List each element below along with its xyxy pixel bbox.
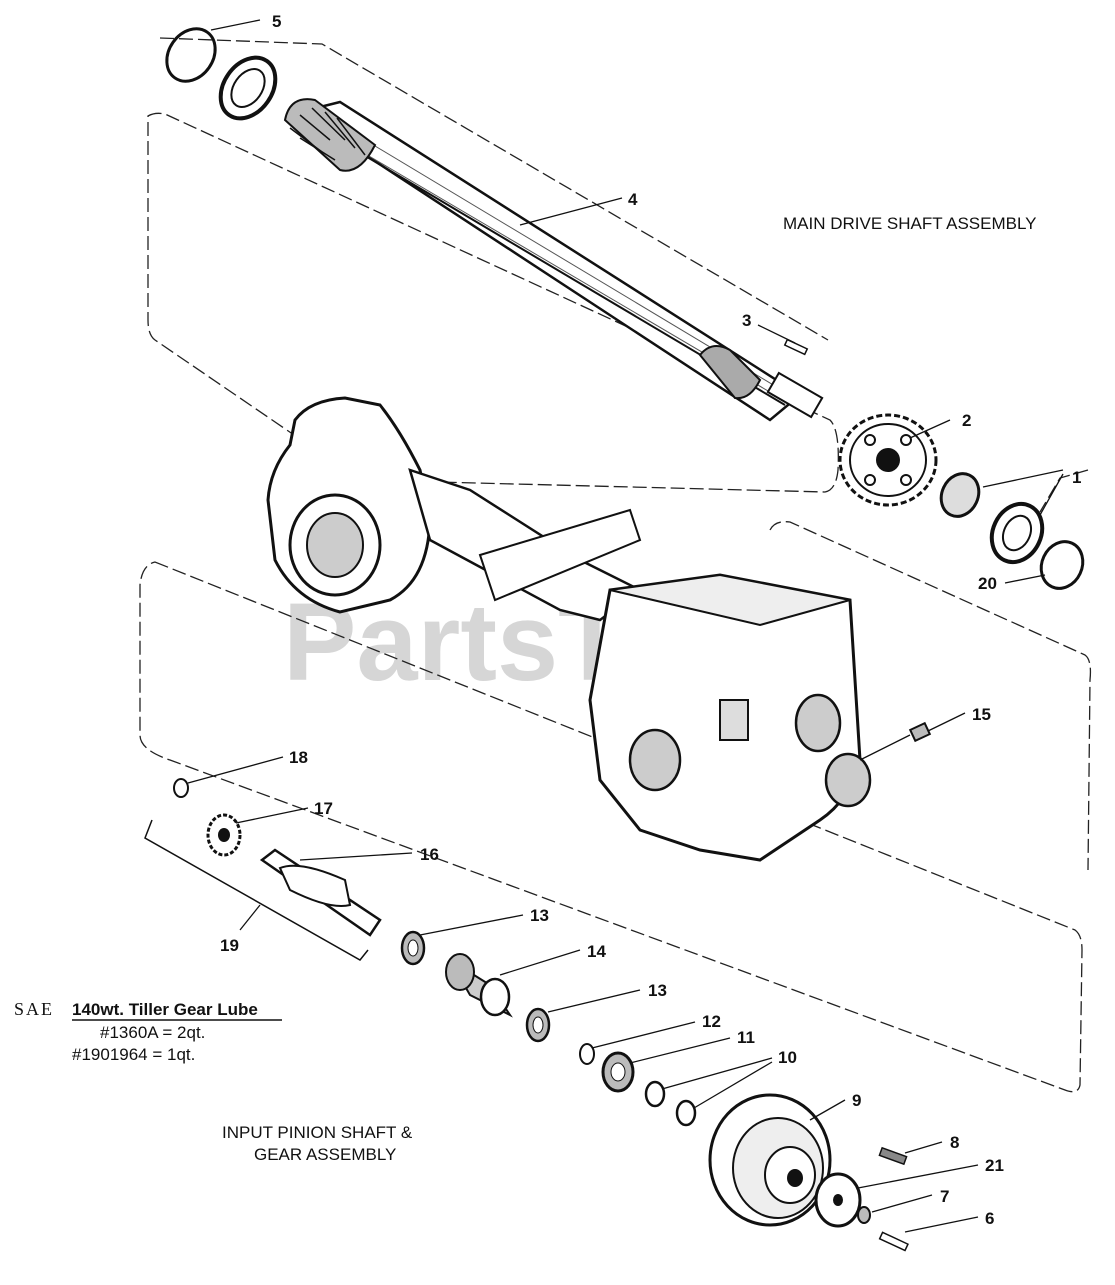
bearing-top (218, 55, 278, 121)
clip-12 (579, 1043, 595, 1065)
callout-2: 2 (962, 411, 971, 430)
retaining-ring-18 (173, 778, 189, 798)
callout-17: 17 (314, 799, 333, 818)
lube-line2: #1901964 = 1qt. (72, 1045, 195, 1064)
callout-15: 15 (972, 705, 991, 724)
gear-2 (838, 413, 938, 507)
callout-14: 14 (587, 942, 606, 961)
o-ring-10a (644, 1080, 666, 1108)
callout-6: 6 (985, 1209, 994, 1228)
lock-washer-7 (857, 1206, 871, 1224)
bolt-6 (878, 1231, 909, 1252)
lube-note: SAE 140wt. Tiller Gear Lube #1360A = 2qt… (14, 999, 282, 1064)
assembly-bracket-19 (144, 819, 369, 961)
key-8 (878, 1146, 908, 1166)
lube-title: 140wt. Tiller Gear Lube (72, 1000, 258, 1019)
plug-15 (908, 721, 932, 743)
callout-16: 16 (420, 845, 439, 864)
input-pinion-outline (139, 469, 1092, 1093)
callout-4: 4 (628, 190, 638, 209)
washer-21 (814, 1172, 862, 1228)
washer-13a (400, 930, 426, 966)
pulley-9 (708, 1093, 832, 1227)
snap-ring-20 (1039, 540, 1085, 590)
callout-10: 10 (778, 1048, 797, 1067)
callout-12: 12 (702, 1012, 721, 1031)
o-ring-10b (675, 1099, 697, 1127)
callout-8: 8 (950, 1133, 959, 1152)
pinion-gear-17 (206, 813, 242, 857)
callout-1: 1 (1072, 468, 1081, 487)
bushing-14 (445, 953, 513, 1018)
callout-21: 21 (985, 1156, 1004, 1175)
callout-20: 20 (978, 574, 997, 593)
main-drive-shaft-4 (283, 98, 824, 422)
main-drive-label: MAIN DRIVE SHAFT ASSEMBLY (783, 214, 1037, 233)
callout-7: 7 (940, 1187, 949, 1206)
callout-13-upper: 13 (530, 906, 549, 925)
lube-prefix: SAE (14, 999, 54, 1019)
bearing-1 (939, 472, 1045, 565)
callout-13-lower: 13 (648, 981, 667, 1000)
leader-lines (187, 19, 1064, 1233)
input-pinion-label-line2: GEAR ASSEMBLY (254, 1145, 396, 1164)
callout-18: 18 (289, 748, 308, 767)
key-3 (783, 338, 809, 356)
snap-ring-5 (165, 27, 217, 83)
input-pinion-label-line1: INPUT PINION SHAFT & (222, 1123, 413, 1142)
bearing-11 (601, 1051, 635, 1093)
callout-19: 19 (220, 936, 239, 955)
transmission-housing (266, 396, 872, 862)
callout-3: 3 (742, 311, 751, 330)
input-shaft-16 (259, 848, 382, 937)
lube-line1: #1360A = 2qt. (100, 1023, 205, 1042)
main-drive-outline (147, 37, 839, 493)
callout-5: 5 (272, 12, 281, 31)
washer-13b (525, 1007, 551, 1043)
callout-9: 9 (852, 1091, 861, 1110)
callout-11: 11 (737, 1028, 755, 1047)
